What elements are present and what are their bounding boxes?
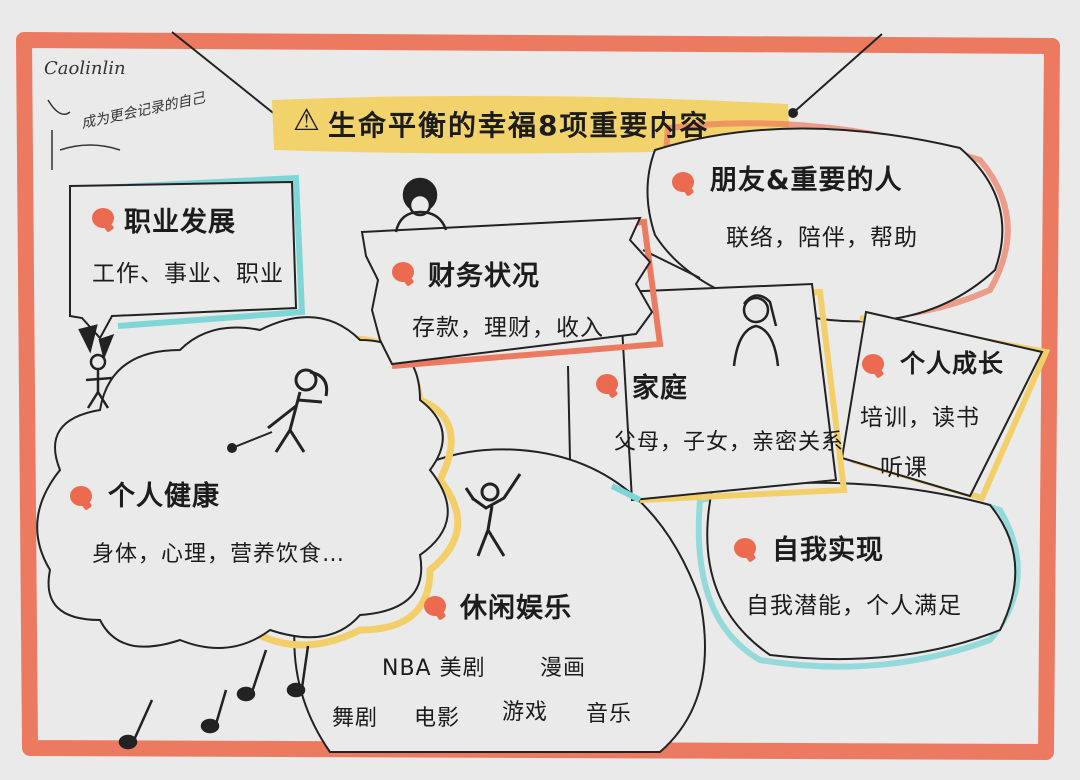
leisure-item-nba-drama: NBA 美剧 [382, 656, 486, 681]
title-highlight [272, 95, 790, 154]
leisure-item-music: 音乐 [586, 702, 633, 727]
bullet-icon [862, 354, 884, 374]
bullet-icon [424, 596, 446, 616]
finance-title: 财务状况 [428, 261, 540, 292]
finance-card [360, 216, 654, 366]
health-person-icon [267, 368, 329, 453]
leisure-item-dance-drama: 舞剧 [332, 706, 379, 731]
growth-body-1: 培训，读书 [860, 405, 980, 431]
connector-friends [642, 249, 701, 279]
family-title: 家庭 [632, 373, 688, 404]
finance-person-icon [394, 177, 448, 233]
bullet-icon [70, 486, 92, 506]
growth-body-2: 听课 [880, 455, 928, 481]
self-title: 自我实现 [772, 535, 884, 566]
bullet-icon [392, 262, 414, 282]
friends-circle [646, 127, 1004, 323]
family-card-shadow-blue [610, 483, 642, 503]
health-cloud [36, 316, 449, 649]
leisure-item-comics: 漫画 [540, 656, 587, 681]
family-body: 父母，子女，亲密关系 [614, 430, 845, 455]
page-title: 生命平衡的幸福8项重要内容 [328, 109, 710, 142]
bullet-icon [734, 538, 756, 558]
career-card [69, 180, 298, 340]
growth-title: 个人成长 [900, 349, 1005, 378]
bullet-icon [92, 208, 114, 228]
career-person-icon [78, 324, 115, 409]
career-body: 工作、事业、职业 [92, 261, 284, 287]
bullet-icon [672, 172, 694, 192]
career-title: 职业发展 [124, 207, 236, 238]
connector-finance-family [567, 365, 571, 461]
family-card [618, 282, 838, 502]
health-body: 身体，心理，营养饮食… [92, 542, 346, 567]
leisure-title: 休闲娱乐 [460, 593, 572, 624]
title-leader-dot-right [788, 108, 798, 118]
leisure-item-games: 游戏 [502, 700, 549, 725]
health-leader [231, 431, 273, 449]
finance-body: 存款，理财，收入 [412, 315, 604, 341]
outer-frame [16, 32, 1060, 760]
friends-title: 朋友&重要的人 [710, 165, 903, 196]
self-circle [706, 481, 1017, 661]
leisure-person-icon [464, 473, 522, 557]
title-leader-left [171, 31, 283, 121]
warning-icon: ⚠ [293, 103, 320, 138]
signature-name: Caolinlin [44, 58, 126, 79]
growth-card [840, 310, 1044, 498]
family-person-icon [732, 294, 780, 367]
signature-scribble [47, 99, 121, 170]
music-note-icon [118, 645, 310, 750]
leisure-item-movies: 电影 [414, 706, 461, 731]
friends-body: 联络，陪伴，帮助 [726, 225, 918, 251]
health-leader-dot [227, 443, 237, 453]
bullet-icon [596, 374, 618, 394]
health-title: 个人健康 [108, 481, 220, 512]
title-leader-right [793, 33, 883, 113]
self-body: 自我潜能，个人满足 [746, 593, 962, 619]
